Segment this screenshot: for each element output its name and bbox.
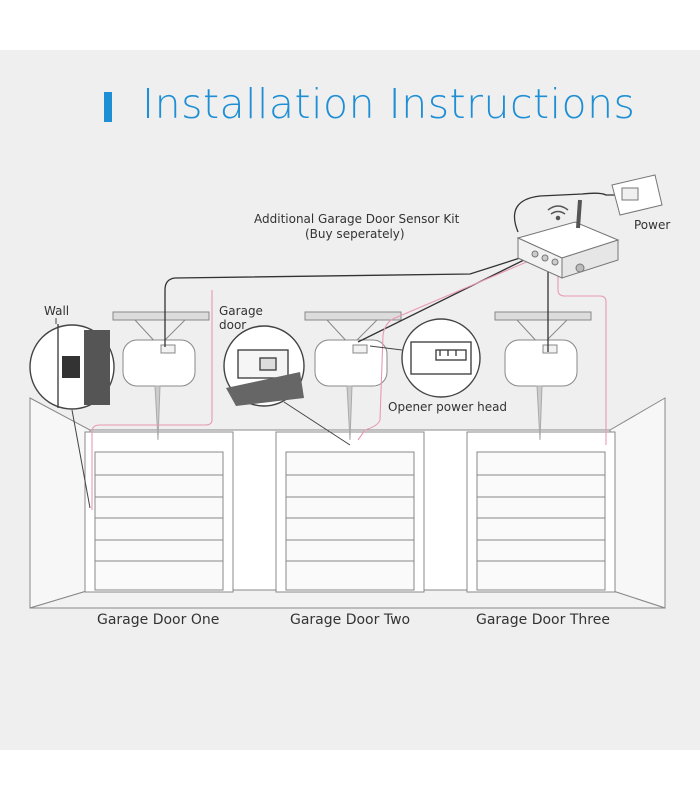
wires-dark — [164, 192, 625, 352]
title-accent-bar — [104, 92, 112, 122]
power-label: Power — [634, 218, 671, 232]
door-label-two: Garage Door Two — [290, 612, 411, 628]
garage-door-label-line2: door — [219, 318, 247, 332]
hub-device — [516, 199, 620, 279]
opener-power-head-label: Opener power head — [388, 400, 508, 414]
wall-callout — [29, 318, 115, 509]
sensor-callout — [223, 325, 351, 446]
opener-three — [494, 311, 592, 441]
sensor-kit-label: Additional Garage Door Sensor Kit — [254, 212, 460, 226]
wires-pink — [91, 257, 607, 510]
garage-door-label-line1: Garage — [219, 304, 263, 318]
opener-callout — [369, 318, 481, 398]
opener-one — [112, 311, 210, 441]
door-label-three: Garage Door Three — [476, 612, 610, 628]
wall-label: Wall — [44, 304, 70, 318]
page-title: Installation Instructions — [142, 80, 636, 128]
sensor-kit-note: (Buy seperately) — [305, 227, 405, 241]
wifi-icon — [547, 205, 569, 221]
garage-door-two — [275, 431, 425, 593]
door-label-one: Garage Door One — [97, 612, 220, 628]
power-plug-icon — [611, 174, 663, 216]
garage-door-one — [84, 431, 234, 593]
opener-two — [304, 311, 402, 441]
garage-door-three — [466, 431, 616, 593]
